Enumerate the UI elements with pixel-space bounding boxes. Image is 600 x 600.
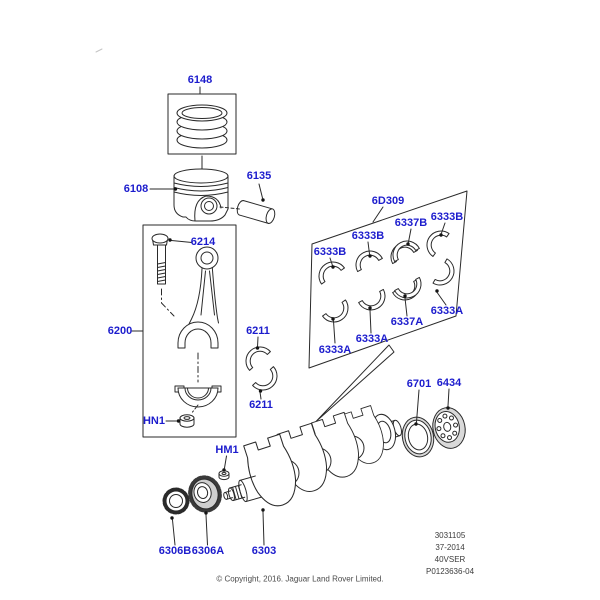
callout-6d309-bearing-kit[interactable]: 6D309	[371, 195, 405, 207]
leader-dots	[168, 187, 450, 520]
callout-6214-rod-bolt[interactable]: 6214	[190, 236, 216, 248]
piston-pin-drawing	[236, 183, 276, 224]
callout-hm1-nut[interactable]: HM1	[215, 444, 239, 456]
callout-6701-rear-seal[interactable]: 6701	[406, 378, 432, 390]
callout-6108-piston[interactable]: 6108	[123, 183, 149, 195]
figure-id-line4: P0123636-04	[425, 567, 475, 576]
callout-6434-adapter[interactable]: 6434	[436, 377, 462, 389]
callout-6333a-1[interactable]: 6333A	[318, 344, 352, 356]
piston-rings-drawing	[167, 86, 237, 172]
main-bearing-kit-drawing	[308, 190, 468, 422]
page-mark	[95, 48, 103, 53]
callout-6303-crankshaft[interactable]: 6303	[251, 545, 277, 557]
callout-6337b[interactable]: 6337B	[394, 217, 428, 229]
callout-6333b-2[interactable]: 6333B	[351, 230, 385, 242]
sprocket-drawing	[188, 475, 222, 546]
rear-seal-drawing	[401, 389, 435, 458]
piston-drawing	[149, 168, 241, 222]
callout-6211-bearing-lower[interactable]: 6211	[249, 399, 273, 411]
reluctor-ring-drawing	[162, 487, 190, 546]
hm1-nut-drawing	[218, 455, 230, 481]
figure-id-line1: 3031105	[434, 531, 466, 540]
callout-6306b-reluctor[interactable]: 6306B	[158, 545, 192, 557]
figure-id-line2: 37-2014	[435, 543, 465, 552]
drive-adapter-drawing	[432, 388, 466, 449]
callout-6333b-1[interactable]: 6333B	[313, 246, 347, 258]
copyright-notice: © Copyright, 2016. Jaguar Land Rover Lim…	[216, 574, 384, 584]
callout-6200-connecting-rod[interactable]: 6200	[107, 325, 133, 337]
callout-6333b-3[interactable]: 6333B	[430, 211, 464, 223]
callout-6211-bearing-upper[interactable]: 6211	[246, 325, 270, 337]
callout-6333a-3[interactable]: 6333A	[430, 305, 464, 317]
connecting-rod-drawing	[131, 224, 237, 438]
callout-hn1-nut[interactable]: HN1	[142, 415, 166, 427]
rod-bearings-drawing	[239, 336, 284, 400]
callout-6135-piston-pin[interactable]: 6135	[246, 170, 272, 182]
callout-6306a-sprocket[interactable]: 6306A	[191, 545, 225, 557]
figure-id-line3: 40VSER	[434, 555, 466, 564]
figure-id-block: 3031105 37-2014 40VSER P0123636-04	[426, 531, 474, 579]
callout-6333a-2[interactable]: 6333A	[355, 333, 389, 345]
callout-6337a[interactable]: 6337A	[390, 316, 424, 328]
crankshaft-drawing	[223, 404, 403, 546]
callout-6148-piston-rings[interactable]: 6148	[187, 74, 213, 86]
